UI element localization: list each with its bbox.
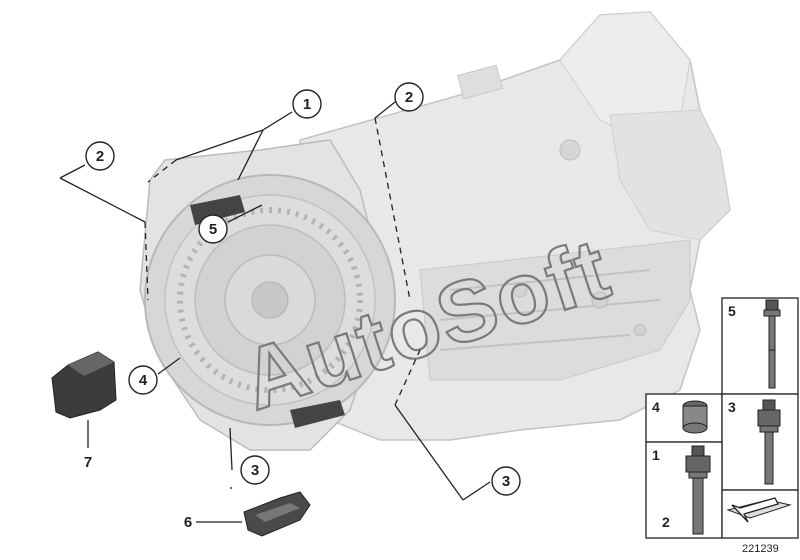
callout-2-top: 2: [394, 82, 424, 112]
callout-2-top-circle: [394, 82, 424, 112]
legend-label-1: 1: [652, 447, 660, 463]
legend-label-4: 4: [652, 399, 660, 415]
sleeve-icon: [682, 400, 708, 434]
callout-1: 1: [292, 89, 322, 119]
callout-3-right: 3: [491, 466, 521, 496]
callout-6: 6: [184, 514, 192, 531]
hex-bolt-icon: [685, 445, 711, 535]
callout-1-label: 1: [303, 96, 311, 113]
callout-3-right-label: 3: [502, 473, 510, 490]
callout-4-label: 4: [139, 372, 148, 389]
legend-panel: 5 4 3 1 2: [645, 297, 799, 539]
transmission-housing: [139, 11, 731, 451]
bracket-part: [243, 491, 311, 537]
callout-group: 1 2 2 5 4 7 3 3 6: [84, 82, 521, 531]
callout-2-left-label: 2: [96, 148, 104, 165]
callout-7: 7: [84, 454, 92, 471]
callout-2-left-circle: [85, 141, 115, 171]
callout-5-circle: [198, 214, 228, 244]
legend-label-3: 3: [728, 399, 736, 415]
long-bolt-icon: [763, 299, 781, 389]
diagram-code: 221239: [742, 543, 779, 555]
callout-4-circle: [128, 365, 158, 395]
callout-3-left: 3: [240, 455, 270, 485]
callout-2-top-label: 2: [405, 89, 413, 106]
legend-label-5: 5: [728, 303, 736, 319]
callout-4: 4: [128, 365, 158, 395]
callout-3-right-circle: [491, 466, 521, 496]
callout-2-left: 2: [85, 141, 115, 171]
callout-3-left-label: 3: [251, 462, 259, 479]
gasket-part: [51, 351, 117, 419]
leader-lines: [59, 101, 491, 523]
arrow-plate-icon: [726, 497, 792, 523]
callout-5-label: 5: [209, 221, 217, 238]
callout-6-label: 6: [184, 514, 192, 531]
callout-7-label: 7: [84, 454, 92, 471]
legend-label-2: 2: [662, 514, 670, 530]
callout-1-circle: [292, 89, 322, 119]
callout-3-left-circle: [240, 455, 270, 485]
stud-bolt-icon: [757, 399, 781, 485]
callout-5: 5: [198, 214, 228, 244]
